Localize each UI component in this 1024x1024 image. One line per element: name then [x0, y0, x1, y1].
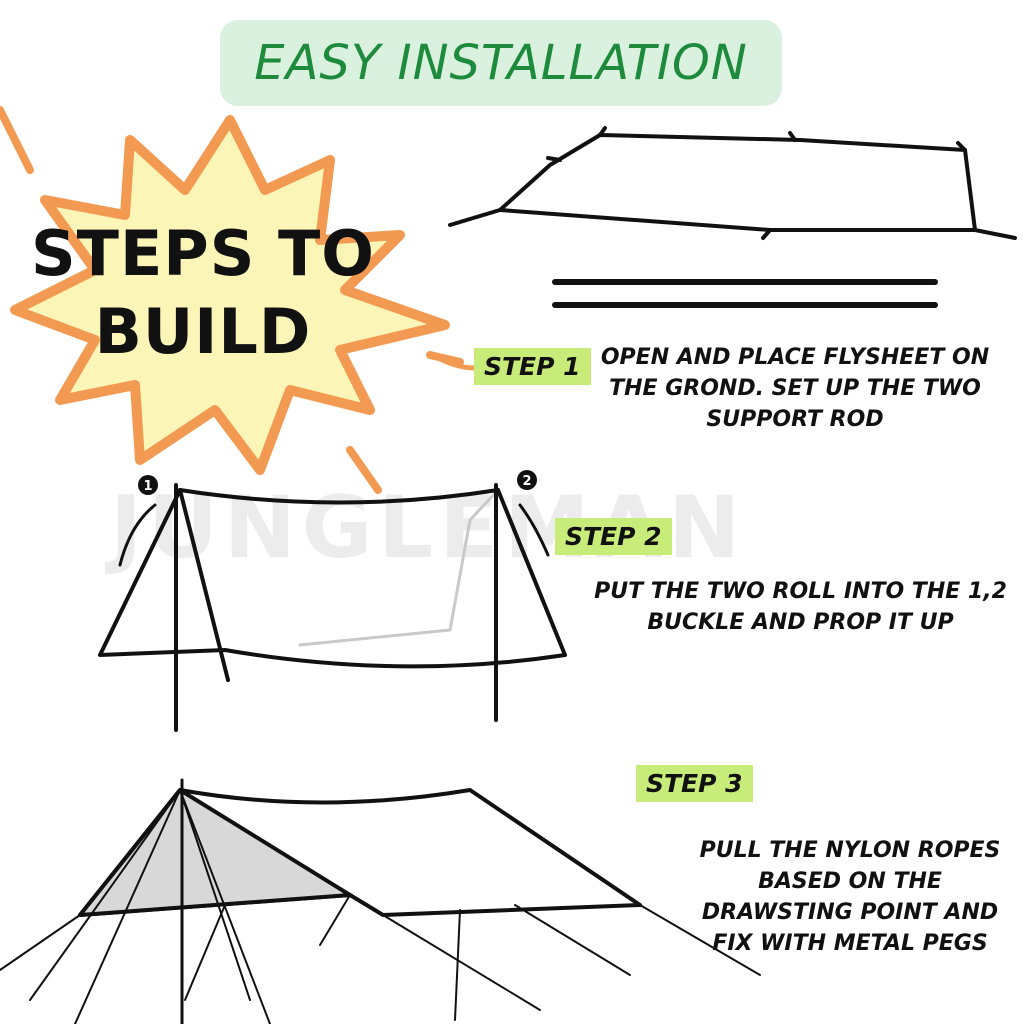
propped-tarp-illustration [98, 483, 567, 732]
burst-line-1: STEPS TO [31, 217, 375, 290]
buckle-marker-2: 2 [517, 470, 537, 490]
flysheet-illustration [448, 126, 1017, 240]
page-title: EASY INSTALLATION [254, 35, 748, 91]
step-1-description: OPEN AND PLACE FLYSHEET ON THE GROND. SE… [600, 345, 990, 432]
step-2-label: STEP 2 [555, 518, 672, 555]
starburst-shape [0, 106, 464, 494]
svg-text:2: 2 [522, 474, 531, 489]
support-rods-illustration [552, 279, 938, 308]
buckle-marker-1: 1 [138, 475, 158, 495]
step-1-label: STEP 1 [474, 348, 591, 385]
step-3-label: STEP 3 [636, 765, 753, 802]
burst-line-2: BUILD [94, 295, 312, 368]
step-2-description: PUT THE TWO ROLL INTO THE 1,2 BUCKLE AND… [594, 579, 1007, 635]
step-3-description: PULL THE NYLON ROPES BASED ON THE DRAWST… [699, 838, 1001, 956]
steps-to-build-heading: STEPS TO BUILD [28, 215, 378, 371]
svg-text:1: 1 [143, 479, 152, 494]
pegged-tarp-illustration [0, 778, 761, 1024]
title-banner: EASY INSTALLATION [220, 20, 782, 106]
